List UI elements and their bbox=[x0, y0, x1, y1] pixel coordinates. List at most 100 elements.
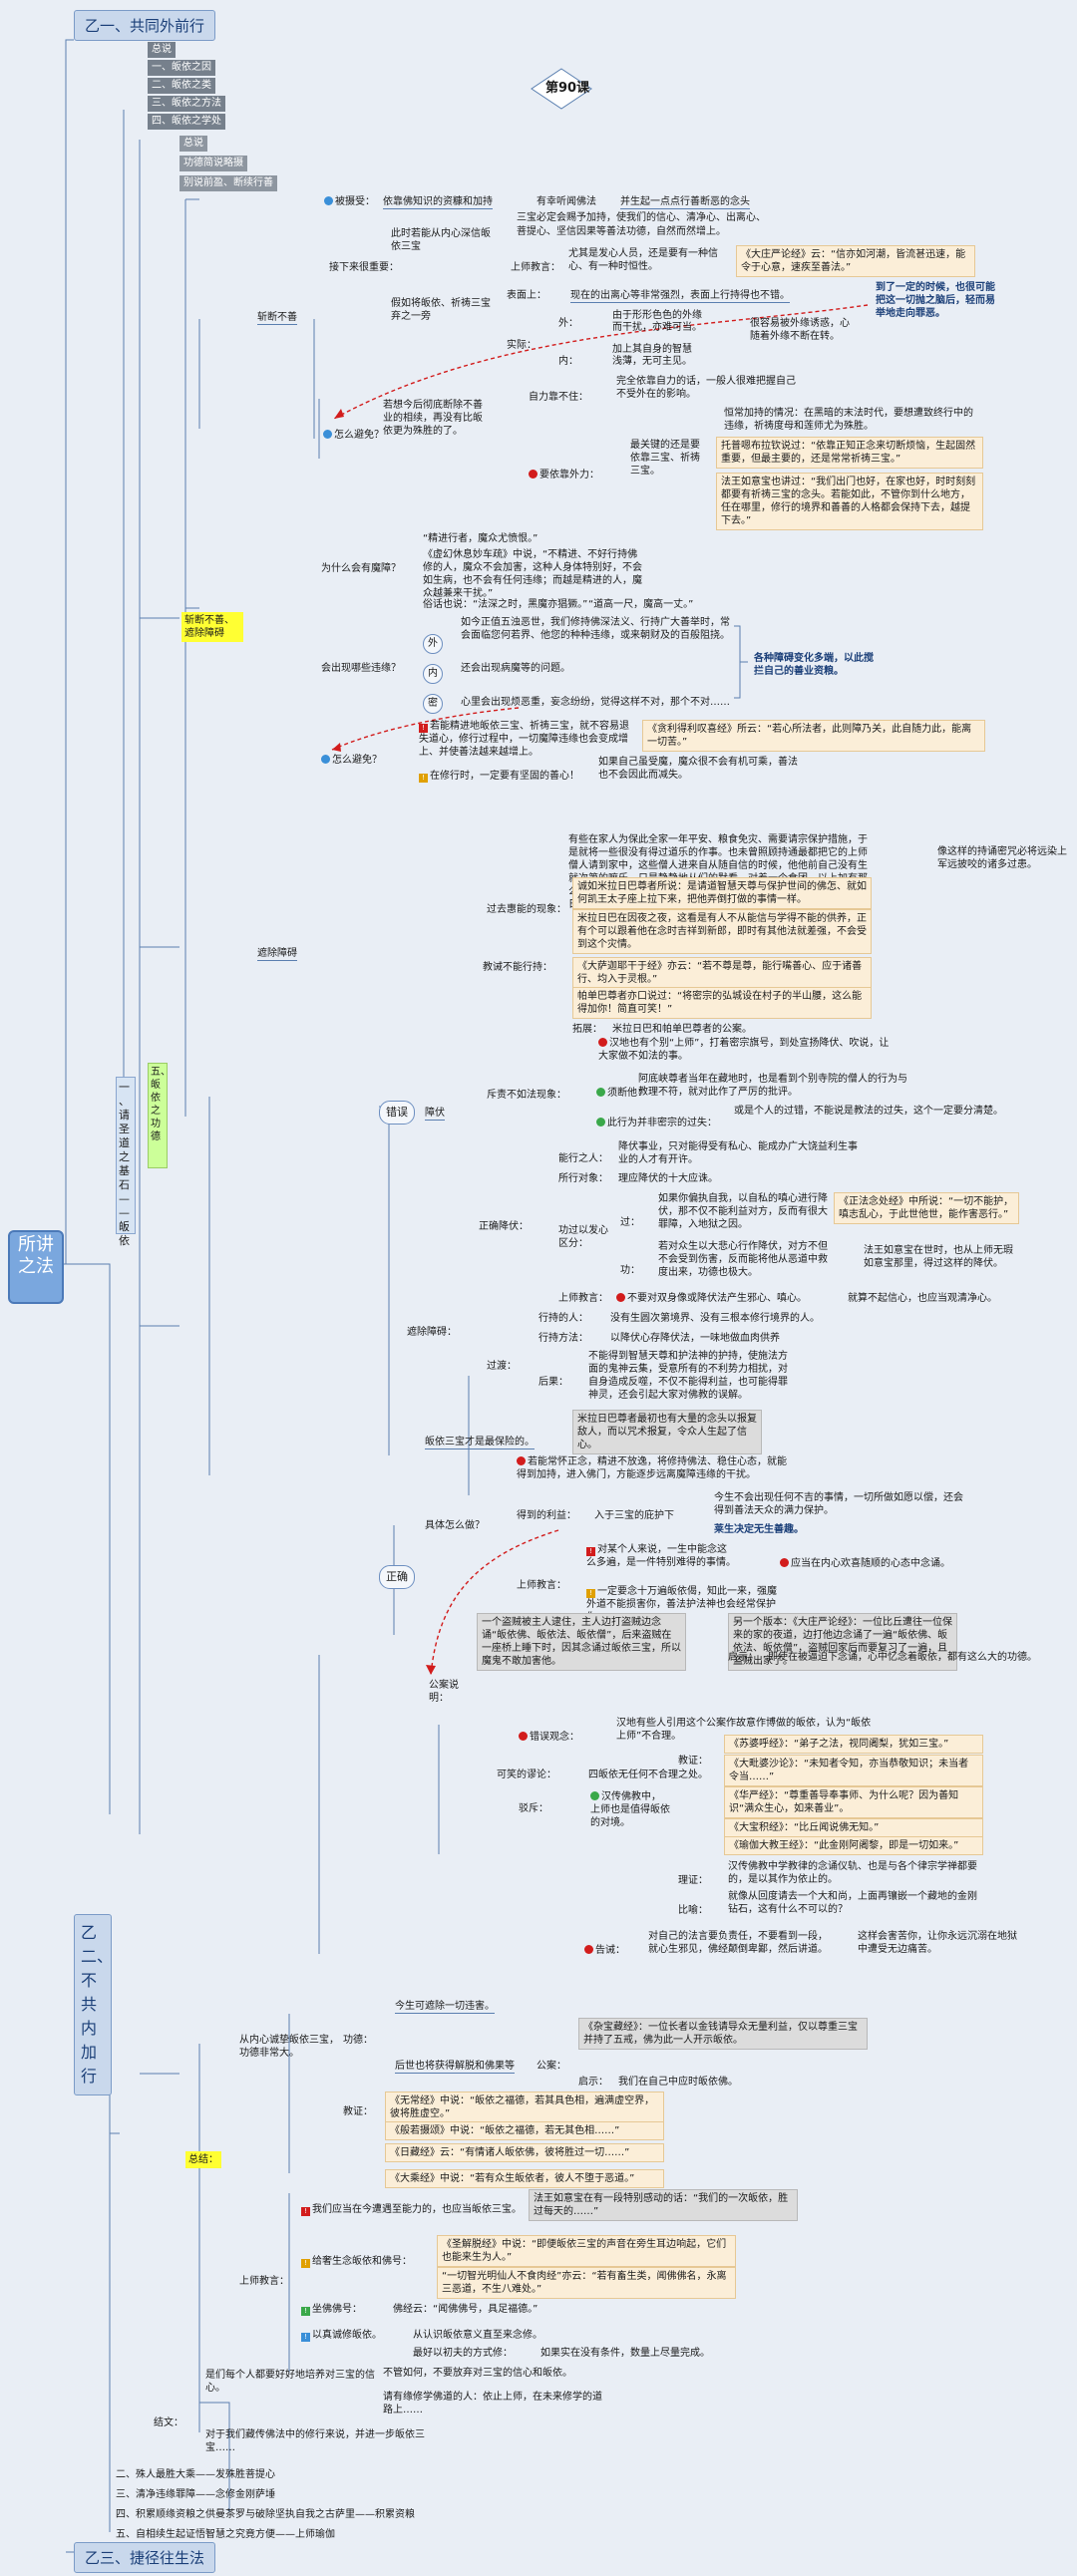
circle-inner: 内 bbox=[423, 664, 443, 684]
node-metaphor-text: 就像从回度请去一个大和尚，上面再镶嵌一个藏地的金刚钻石，这有什么不可以的？ bbox=[728, 1891, 977, 1915]
story-thief: 一个盗贼被主人逮住，主人边打盗贼边念诵“皈依佛、皈依法、皈依僧”，后来盗贼在一座… bbox=[477, 1613, 686, 1671]
tab-refuge[interactable]: 一、请圣道之基石——皈依 bbox=[116, 1077, 136, 1247]
node-insight: 启示： bbox=[728, 1652, 758, 1663]
node-motivation: 功过以发心区分： bbox=[558, 1225, 608, 1249]
node-best-refuge: 若想今后彻底断除不善业的相续，再没有比皈依更为殊胜的了。 bbox=[383, 400, 483, 437]
node-various-obstacles: 各种障碍变化多端，以此搅拦自己的善业资粮。 bbox=[754, 653, 874, 677]
node-animals: !给奢生念皈依和佛号： bbox=[301, 2255, 412, 2268]
node-merit-1: 今生可遮除一切违害。 bbox=[395, 2001, 495, 2014]
red-dot-icon bbox=[598, 1038, 607, 1047]
node-method: 行持方法： bbox=[538, 1333, 588, 1344]
red-square-icon: ! bbox=[419, 724, 428, 733]
node-secret-desc: 心里会出现烦恶重，妄念纷纷，觉得这样不对，那个不对…… bbox=[461, 697, 730, 708]
node-outer: 外： bbox=[558, 318, 578, 329]
node-fault-text: 如果你偏执自我，以自私的嗔心进行降伏，那不仅不能利益对方，反而有很大罪障，入地狱… bbox=[658, 1193, 828, 1230]
node-reason-text: 汉传佛教中学教律的念诵仪轨、也是与各个律宗学禅都要的，是以其作为依止的。 bbox=[728, 1861, 977, 1885]
node-method-text: 以降伏心存降伏法，一味地做血肉供养 bbox=[610, 1333, 780, 1344]
node-summary[interactable]: 总结： bbox=[185, 2151, 221, 2168]
node-outer-text2: 而干扰，亦难可当。 bbox=[612, 322, 702, 333]
node-fall-away: 到了一定的时候，也很可能把这一切抛之脑后，轻而易举地走向罪恶。 bbox=[876, 282, 995, 319]
node-cut-obstacle[interactable]: 斩断不善、遮除障碍 bbox=[181, 612, 243, 642]
node-subjugate: 障伏 bbox=[425, 1108, 445, 1121]
node-follow-teacher: 请有缘修学佛道的人：依止上师，在未来修学的道路上…… bbox=[383, 2392, 602, 2415]
node-which-obstacle: 会出现哪些违缘？ bbox=[321, 663, 401, 674]
green-dot-icon bbox=[596, 1118, 605, 1127]
node-buddha-name: !坐佛佛号： bbox=[301, 2303, 362, 2316]
node-what-to-do: 具体怎么做？ bbox=[425, 1520, 485, 1531]
node-merit: 功： bbox=[620, 1265, 640, 1276]
node-fault: 过： bbox=[620, 1217, 640, 1228]
quote-supo: 《苏婆呼经》：“弟子之法，视同阇梨，犹如三宝。” bbox=[724, 1735, 983, 1754]
node-warning-text: 对自己的法言要负责任，不要看到一段，就心生邪见，佛经颠倒卑鄙，然后讲道。 bbox=[648, 1931, 828, 1955]
node-subjugate-compare: 遮除障碍： bbox=[407, 1327, 457, 1338]
lesson-badge-shape bbox=[531, 68, 592, 110]
item-vajrasattva[interactable]: 三、清净违缘罪障——念修金刚萨埵 bbox=[116, 2489, 275, 2500]
node-result: 后果： bbox=[538, 1377, 568, 1388]
node-absurd: 四皈依无任何不合理之处。 bbox=[588, 1770, 708, 1780]
root-node[interactable]: 所讲之法 bbox=[8, 1230, 64, 1304]
quote-illusion: 《虚幻休息妙车疏》中说，“不精进、不好行持佛修的人，魔众不会加害，这种人身体特别… bbox=[423, 549, 642, 599]
node-inner: 内： bbox=[558, 356, 578, 367]
node-cut-nonvirtue[interactable]: 斩断不善 bbox=[257, 312, 297, 325]
node-cannot-practice: 教诫不能行持： bbox=[483, 962, 552, 973]
node-why-obstacle: 为什么会有魔障？ bbox=[321, 563, 401, 574]
node-consequence: 这样会害苦你，让你永远沉溺在地狱中遭受无边痛苦。 bbox=[858, 1931, 1017, 1955]
circle-secret: 密 bbox=[423, 694, 443, 714]
node-if-refuge: 此时若能从内心深信皈依三宝 bbox=[391, 228, 491, 252]
node-this-life: 今生不会出现任何不吉的事情，一切所做如愿以偿，还会得到善法天众的满力保护。 bbox=[714, 1492, 963, 1516]
node-able-person: 能行之人： bbox=[558, 1153, 608, 1164]
red-dot-icon bbox=[529, 470, 538, 479]
red-dot-icon bbox=[517, 1456, 526, 1465]
node-safest: 皈依三宝才是最保险的。 bbox=[425, 1437, 535, 1449]
tag-type[interactable]: 二、皈依之类 bbox=[148, 78, 215, 94]
node-sincere: 从内心诚挚皈依三宝，功德非常大。 bbox=[239, 2035, 339, 2059]
node-surface: 表面上： bbox=[507, 290, 546, 301]
node-able-person-text: 降伏事业，只对能得受有私心、能成办广大饶益利生事业的人才有开许。 bbox=[618, 1141, 858, 1165]
node-metaphor: 比喻： bbox=[678, 1905, 708, 1916]
node-constant: 恒常加持的情况：在黑暗的末法时代，要想遭致终行中的违缘，祈祷度母和莲师尤为殊胜。 bbox=[724, 408, 973, 432]
node-sanbao-2: 菩提心、坚信因果等善法功德，自然而然增上。 bbox=[517, 226, 726, 237]
tag-merit-brief[interactable]: 功德简说略摄 bbox=[180, 156, 247, 171]
quote-dasheng: 《大乘经》中说：“若有众生皈依者，彼人不堕于恶道。” bbox=[385, 2169, 664, 2188]
story-zabao: 《杂宝藏经》：一位长者以金钱请导众无量利益，仅以尊重三宝并持了五戒，佛为此一人开… bbox=[578, 2018, 868, 2050]
node-past-fault: 像这样的持诵密咒必将远染上军远披咬的诸多过患。 bbox=[937, 846, 1067, 870]
node-best-way: 最好以初夫的方式修： bbox=[413, 2348, 513, 2359]
tag-precepts[interactable]: 四、皈依之学处 bbox=[148, 114, 225, 130]
node-merit-text: 若对众生以大悲心行作降伏，对方不但不会受到伤害，反而能将他从恶道中救度出来，功德… bbox=[658, 1241, 828, 1278]
node-sanbao-1: 三宝必定会赐予加持，使我们的信心、清净心、出离心、 bbox=[517, 212, 766, 223]
blue-dot-icon bbox=[324, 196, 333, 205]
tag-cause[interactable]: 一、皈依之因 bbox=[148, 60, 215, 76]
item-guru-yoga[interactable]: 五、自相续生起证悟智慧之究竟方便——上师瑜伽 bbox=[116, 2529, 335, 2540]
node-remove-obstacles[interactable]: 遮除障碍 bbox=[257, 948, 297, 961]
node-scripture-2: 教证： bbox=[343, 2106, 373, 2117]
section-header-2[interactable]: 乙二、不共内加行 bbox=[74, 1914, 113, 2095]
node-story: 公案说明： bbox=[429, 1680, 459, 1704]
node-diligent-refuge: !若能精进地皈依三宝、祈祷三宝，就不容易退失道心，修行过程中，一切魔障违缘也会变… bbox=[419, 721, 629, 758]
tag-detail[interactable]: 别说前盈、断续行善 bbox=[180, 175, 277, 191]
node-how-avoid-2[interactable]: 怎么避免？ bbox=[321, 754, 382, 767]
node-wrong[interactable]: 错误 bbox=[379, 1101, 415, 1125]
node-rely-blessing: 依靠佛知识的资糠和加持 bbox=[383, 196, 493, 209]
section-header-3[interactable]: 乙三、捷径往生法 bbox=[74, 2542, 216, 2573]
node-warning: 告诫： bbox=[584, 1944, 625, 1957]
node-no-chance: 如果自己虽受魔，魔众很不会有机可乘，善法也不会因此而减失。 bbox=[598, 757, 798, 781]
node-how-avoid[interactable]: 怎么避免？ bbox=[323, 429, 384, 442]
red-dot-icon bbox=[584, 1945, 593, 1954]
node-self-power-text: 完全依靠自力的话，一般人很难把握自己不受外在的影响。 bbox=[616, 376, 796, 400]
tag-method[interactable]: 三、皈依之方法 bbox=[148, 96, 225, 112]
node-han-guru: 汉传佛教中，上师也是值得皈依的对境。 bbox=[590, 1791, 670, 1828]
node-rare: !对某个人来说，一生中能念这么多遍，是一件特别难得的事情。 bbox=[586, 1544, 736, 1568]
node-insight-2: 启示： bbox=[578, 2077, 608, 2088]
quote-fawang: 法王如意宝也讲过：“我们出门也好，在家也好，时时刻刻都要有祈祷三宝的念头。若能如… bbox=[716, 473, 983, 530]
tag-summary[interactable]: 总说 bbox=[180, 136, 207, 152]
tag-overview[interactable]: 总说 bbox=[148, 42, 176, 58]
tab-refuge-merit[interactable]: 五、皈依之功德 bbox=[148, 1063, 171, 1168]
node-other-power: 要依靠外力： bbox=[529, 469, 599, 482]
item-mandala[interactable]: 四、积累顺缘资粮之供曼茶罗与破除坚执自我之古萨里——积累资粮 bbox=[116, 2509, 415, 2520]
node-target: 所行对象： bbox=[558, 1173, 608, 1184]
section-header-1[interactable]: 乙一、共同外前行 bbox=[74, 10, 216, 41]
node-wrong-view: 错误观念： bbox=[519, 1731, 579, 1744]
node-correct[interactable]: 正确 bbox=[379, 1565, 415, 1589]
item-bodhicitta[interactable]: 二、殊人最胜大乘——发殊胜菩提心 bbox=[116, 2469, 275, 2480]
node-now-strong: 现在的出离心等非常强烈，表面上行持得也不错。 bbox=[570, 290, 790, 303]
